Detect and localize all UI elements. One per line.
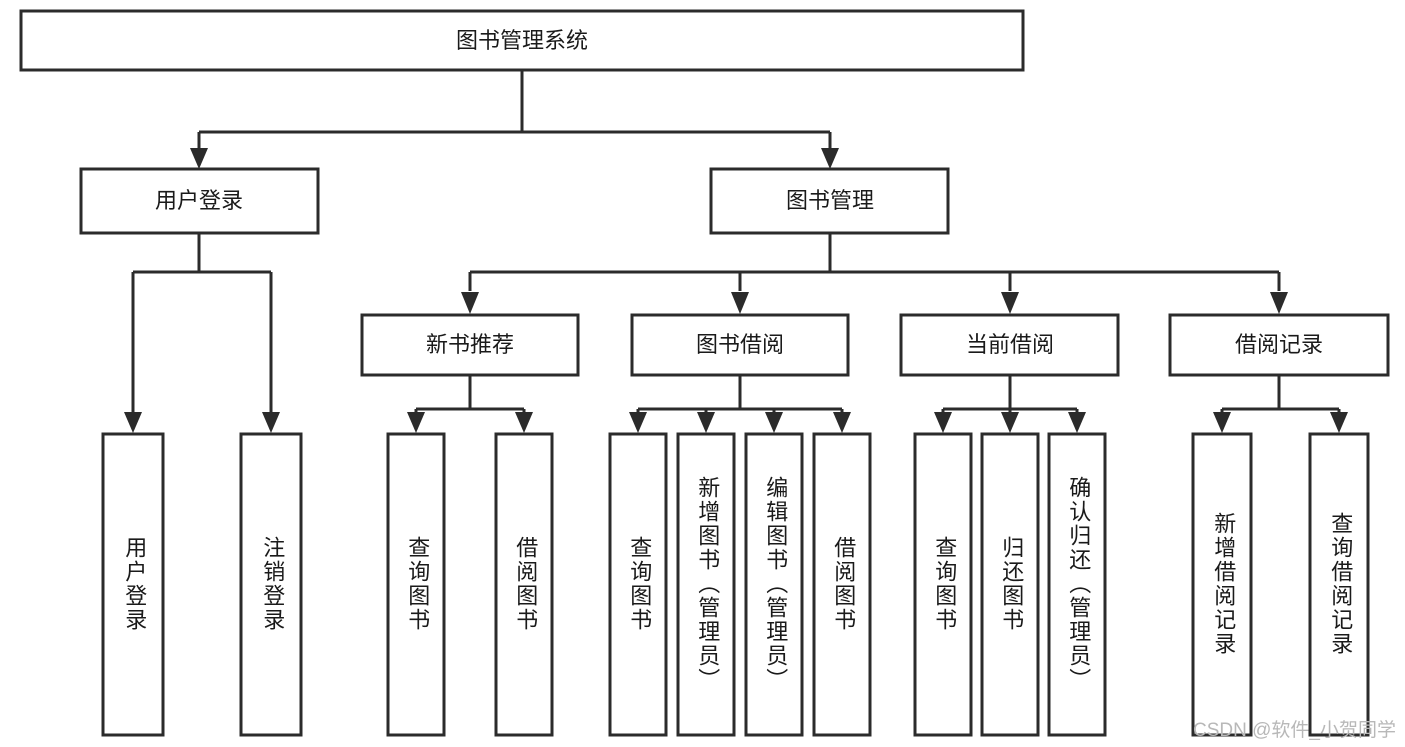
node-book-borrow-label: 图书借阅 bbox=[696, 332, 784, 357]
node-leaf-query-borrow-record-rect[interactable] bbox=[1308, 432, 1370, 737]
node-leaf-logout-login-label: 注销登录 bbox=[260, 536, 285, 632]
node-leaf-query-book-2-rect[interactable] bbox=[608, 432, 668, 737]
node-borrow-record[interactable]: 借阅记录 bbox=[1168, 313, 1390, 377]
connector-layer bbox=[124, 70, 1348, 433]
node-leaf-edit-book-label: 编辑图书（管理员） bbox=[763, 476, 788, 692]
connector-current-borrow-bus bbox=[941, 375, 1079, 415]
node-leaf-user-login-rect[interactable] bbox=[101, 432, 165, 737]
node-leaf-query-book-3-rect[interactable] bbox=[913, 432, 973, 737]
node-leaf-confirm-return-label: 确认归还（管理员） bbox=[1066, 476, 1091, 692]
node-borrow-record-rect[interactable] bbox=[1168, 313, 1390, 377]
node-new-book-recommend[interactable]: 新书推荐 bbox=[360, 313, 580, 377]
node-book-borrow[interactable]: 图书借阅 bbox=[630, 313, 850, 377]
node-leaf-confirm-return-rect[interactable] bbox=[1047, 432, 1107, 737]
arrow-borrow-record-leaf-2 bbox=[1330, 412, 1348, 433]
node-leaf-return-book-rect[interactable] bbox=[980, 432, 1040, 737]
node-root-rect[interactable] bbox=[19, 9, 1025, 72]
arrow-book-borrow-leaf-3 bbox=[765, 412, 783, 433]
node-book-management-label: 图书管理 bbox=[786, 188, 874, 213]
node-leaf-query-borrow-record-label: 查询借阅记录 bbox=[1328, 512, 1353, 656]
node-leaf-edit-book[interactable]: 编辑图书（管理员） bbox=[744, 432, 804, 737]
node-user-login[interactable]: 用户登录 bbox=[79, 167, 320, 235]
arrow-to-new-book-recommend bbox=[461, 292, 479, 314]
arrow-user-login-leaf-1 bbox=[124, 412, 142, 433]
node-leaf-return-book-label: 归还图书 bbox=[999, 536, 1024, 632]
node-leaf-logout-login[interactable]: 注销登录 bbox=[239, 432, 303, 737]
node-book-management[interactable]: 图书管理 bbox=[709, 167, 950, 235]
node-leaf-add-book[interactable]: 新增图书（管理员） bbox=[676, 432, 736, 737]
node-leaf-query-book-1-rect[interactable] bbox=[386, 432, 446, 737]
node-user-login-label: 用户登录 bbox=[155, 188, 243, 213]
node-current-borrow-label: 当前借阅 bbox=[966, 332, 1054, 357]
arrow-root-to-book-management bbox=[821, 148, 839, 169]
node-leaf-query-book-1[interactable]: 查询图书 bbox=[386, 432, 446, 737]
connector-book-management-bus bbox=[468, 233, 1281, 291]
node-book-borrow-rect[interactable] bbox=[630, 313, 850, 377]
arrow-to-book-borrow bbox=[731, 292, 749, 314]
connector-user-login-bus bbox=[131, 233, 273, 415]
node-leaf-add-borrow-record-label: 新增借阅记录 bbox=[1211, 512, 1236, 656]
node-book-management-rect[interactable] bbox=[709, 167, 950, 235]
arrow-root-to-user-login bbox=[190, 148, 208, 169]
arrow-current-borrow-leaf-2 bbox=[1001, 412, 1019, 433]
node-leaf-borrow-book-2[interactable]: 借阅图书 bbox=[812, 432, 872, 737]
arrow-book-borrow-leaf-4 bbox=[833, 412, 851, 433]
node-leaf-borrow-book-2-rect[interactable] bbox=[812, 432, 872, 737]
node-current-borrow[interactable]: 当前借阅 bbox=[899, 313, 1120, 377]
node-leaf-query-book-3-label: 查询图书 bbox=[932, 536, 957, 632]
node-leaf-borrow-book-1[interactable]: 借阅图书 bbox=[494, 432, 554, 737]
node-leaf-edit-book-rect[interactable] bbox=[744, 432, 804, 737]
arrow-new-book-leaf-2 bbox=[515, 412, 533, 433]
node-new-book-recommend-label: 新书推荐 bbox=[426, 332, 514, 357]
node-leaf-confirm-return[interactable]: 确认归还（管理员） bbox=[1047, 432, 1107, 737]
csdn-watermark: CSDN @软件_小贺同学 bbox=[1193, 719, 1396, 741]
node-new-book-recommend-rect[interactable] bbox=[360, 313, 580, 377]
node-leaf-user-login-label: 用户登录 bbox=[122, 536, 147, 632]
node-leaf-borrow-book-2-label: 借阅图书 bbox=[831, 536, 856, 632]
node-leaf-user-login[interactable]: 用户登录 bbox=[101, 432, 165, 737]
arrow-user-login-leaf-2 bbox=[262, 412, 280, 433]
node-current-borrow-rect[interactable] bbox=[899, 313, 1120, 377]
node-borrow-record-label: 借阅记录 bbox=[1235, 332, 1323, 357]
node-root[interactable]: 图书管理系统 bbox=[19, 9, 1025, 72]
node-leaf-borrow-book-1-rect[interactable] bbox=[494, 432, 554, 737]
node-leaf-add-book-rect[interactable] bbox=[676, 432, 736, 737]
node-leaf-query-book-2[interactable]: 查询图书 bbox=[608, 432, 668, 737]
arrow-to-borrow-record bbox=[1270, 292, 1288, 314]
node-leaf-query-book-1-label: 查询图书 bbox=[405, 536, 430, 632]
arrow-book-borrow-leaf-1 bbox=[629, 412, 647, 433]
connector-borrow-record-bus bbox=[1220, 375, 1341, 415]
node-leaf-query-book-3[interactable]: 查询图书 bbox=[913, 432, 973, 737]
connector-new-book-recommend-bus bbox=[414, 375, 526, 415]
node-leaf-query-borrow-record[interactable]: 查询借阅记录 bbox=[1308, 432, 1370, 737]
node-leaf-return-book[interactable]: 归还图书 bbox=[980, 432, 1040, 737]
node-leaf-logout-login-rect[interactable] bbox=[239, 432, 303, 737]
arrow-current-borrow-leaf-3 bbox=[1068, 412, 1086, 433]
arrow-book-borrow-leaf-2 bbox=[697, 412, 715, 433]
node-user-login-rect[interactable] bbox=[79, 167, 320, 235]
connector-root-bus bbox=[197, 70, 832, 152]
node-leaf-query-book-2-label: 查询图书 bbox=[627, 536, 652, 632]
node-leaf-add-borrow-record[interactable]: 新增借阅记录 bbox=[1191, 432, 1253, 737]
node-leaf-borrow-book-1-label: 借阅图书 bbox=[513, 536, 538, 632]
connector-book-borrow-bus bbox=[636, 375, 844, 415]
node-leaf-add-book-label: 新增图书（管理员） bbox=[695, 476, 720, 692]
node-leaf-add-borrow-record-rect[interactable] bbox=[1191, 432, 1253, 737]
arrow-to-current-borrow bbox=[1001, 292, 1019, 314]
arrow-new-book-leaf-1 bbox=[407, 412, 425, 433]
node-root-label: 图书管理系统 bbox=[456, 28, 588, 53]
arrow-current-borrow-leaf-1 bbox=[934, 412, 952, 433]
arrow-borrow-record-leaf-1 bbox=[1213, 412, 1231, 433]
